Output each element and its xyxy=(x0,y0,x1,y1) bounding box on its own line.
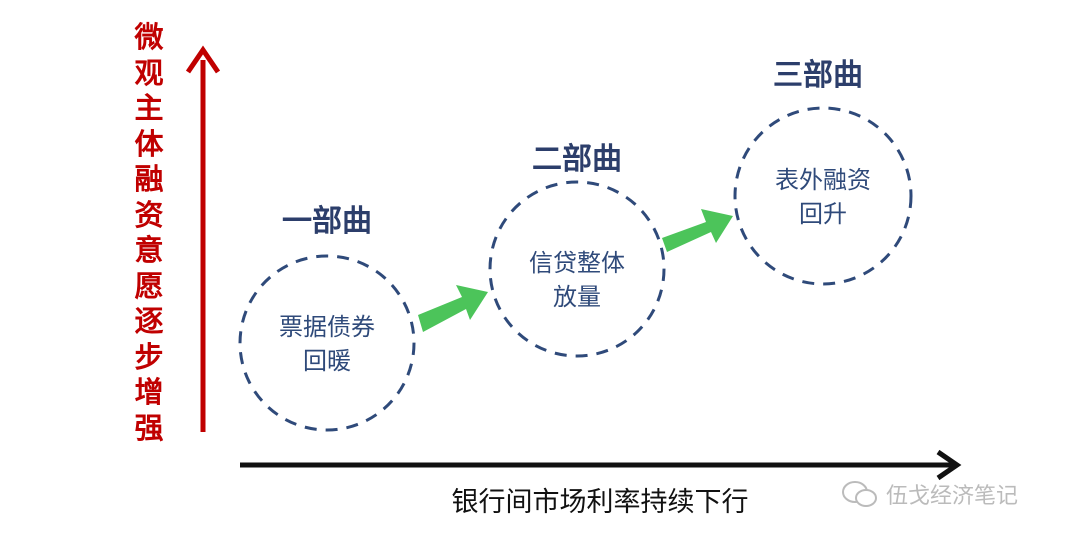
stage-title-3: 三部曲 xyxy=(773,58,863,93)
x-axis-label: 银行间市场利率持续下行 xyxy=(451,487,749,518)
stage-text-line: 放量 xyxy=(553,283,601,311)
green-arrow-2 xyxy=(662,209,733,252)
stage-circle-2 xyxy=(488,180,666,358)
x-axis-arrow xyxy=(240,449,962,481)
watermark-text: 伍戈经济笔记 xyxy=(886,484,1019,509)
stage-text-line: 回升 xyxy=(799,200,847,228)
stage-title-1: 一部曲 xyxy=(282,204,372,239)
green-arrow-1 xyxy=(418,285,488,332)
wechat-icon xyxy=(842,481,877,507)
stage-text-2: 信贷整体 放量 xyxy=(502,246,652,314)
stage-text-3: 表外融资 回升 xyxy=(748,163,898,231)
stage-text-line: 票据债券 xyxy=(279,313,375,341)
stage-text-line: 信贷整体 xyxy=(529,249,625,277)
y-axis-arrow xyxy=(185,45,221,432)
stage-circle-3 xyxy=(733,106,913,286)
stage-text-line: 回暖 xyxy=(303,347,351,375)
stage-circle-1 xyxy=(238,254,416,432)
y-axis-label: 微观主体融资意愿逐步增强 xyxy=(134,20,164,445)
stage-title-2: 二部曲 xyxy=(532,142,622,177)
stage-text-line: 表外融资 xyxy=(775,166,871,194)
watermark: 伍戈经济笔记 xyxy=(840,478,1018,510)
stage-text-1: 票据债券 回暖 xyxy=(252,310,402,378)
